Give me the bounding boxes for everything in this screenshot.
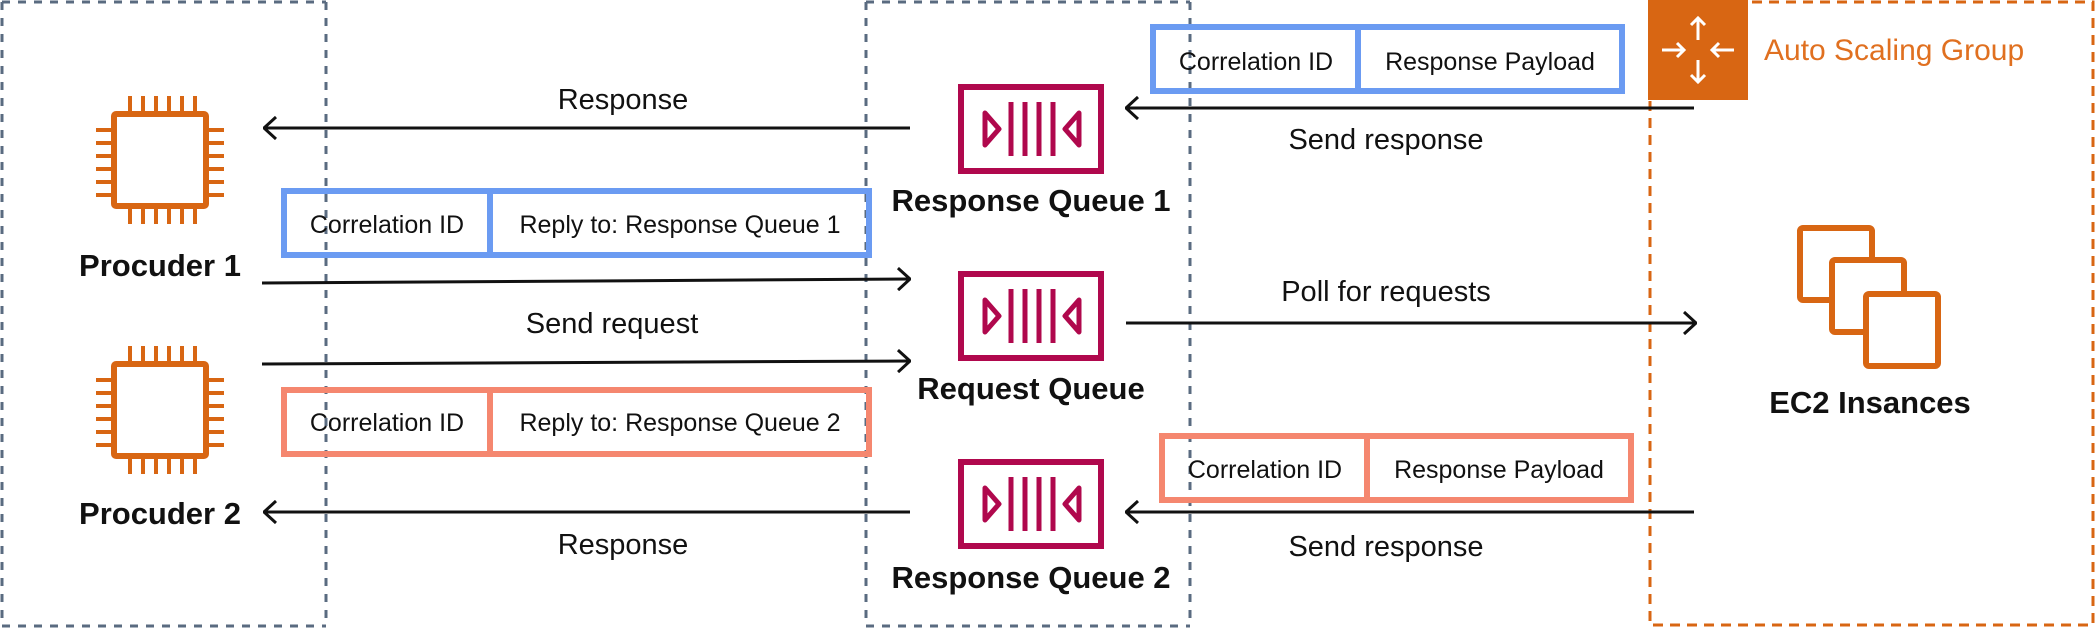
response-message-2: Correlation ID Response Payload: [1159, 433, 1634, 503]
request-message-2: Correlation ID Reply to: Response Queue …: [281, 387, 872, 457]
request-message-1: Correlation ID Reply to: Response Queue …: [281, 188, 872, 258]
request-queue-label: Request Queue: [917, 371, 1144, 406]
response-queue-2: Response Queue 2: [891, 462, 1171, 595]
response-label-bottom: Response: [558, 529, 689, 561]
auto-scaling-arrows-icon: [1648, 0, 1748, 100]
request-queue: Request Queue: [917, 274, 1145, 406]
message-field-response-payload: Response Payload: [1385, 48, 1595, 76]
sqs-queue-icon: [961, 87, 1101, 171]
producer-1: Procuder 1: [79, 96, 241, 283]
response-queue-2-label: Response Queue 2: [891, 560, 1170, 595]
auto-scaling-group-label: Auto Scaling Group: [1764, 34, 2024, 67]
message-field-reply-to: Reply to: Response Queue 2: [519, 409, 840, 437]
send-response-label-bottom: Send response: [1288, 531, 1483, 563]
request-arrow-2: [261, 361, 910, 364]
ec2-instances-label: EC2 Insances: [1769, 385, 1971, 420]
send-response-label-top: Send response: [1288, 124, 1483, 156]
arrows: [261, 108, 1696, 512]
ec2-instance-chip-icon: [96, 346, 224, 474]
producer-2: Procuder 2: [79, 346, 241, 531]
message-field-correlation-id: Correlation ID: [310, 211, 464, 239]
auto-scaling-group: Auto Scaling Group: [1648, 0, 2095, 627]
message-field-correlation-id: Correlation ID: [1188, 456, 1342, 484]
producer-zone: [0, 0, 328, 628]
response-label-top: Response: [558, 84, 689, 116]
response-queue-1: Response Queue 1: [891, 87, 1171, 218]
message-field-reply-to: Reply to: Response Queue 1: [519, 211, 840, 239]
sqs-queue-icon: [961, 274, 1101, 358]
message-field-correlation-id: Correlation ID: [1179, 48, 1333, 76]
message-field-correlation-id: Correlation ID: [310, 409, 464, 437]
poll-label: Poll for requests: [1281, 276, 1491, 308]
producer-2-label: Procuder 2: [79, 496, 241, 531]
queue-zone: [864, 0, 1192, 628]
sqs-queue-icon: [961, 462, 1101, 546]
message-field-response-payload: Response Payload: [1394, 456, 1604, 484]
producer-1-label: Procuder 1: [79, 248, 241, 283]
ec2-instance-chip-icon: [96, 96, 224, 224]
request-arrow-1: [261, 279, 910, 283]
response-queue-1-label: Response Queue 1: [891, 183, 1170, 218]
ec2-instances-stack-icon: [1797, 225, 1941, 369]
send-request-label: Send request: [526, 308, 699, 340]
response-message-1: Correlation ID Response Payload: [1150, 24, 1625, 94]
